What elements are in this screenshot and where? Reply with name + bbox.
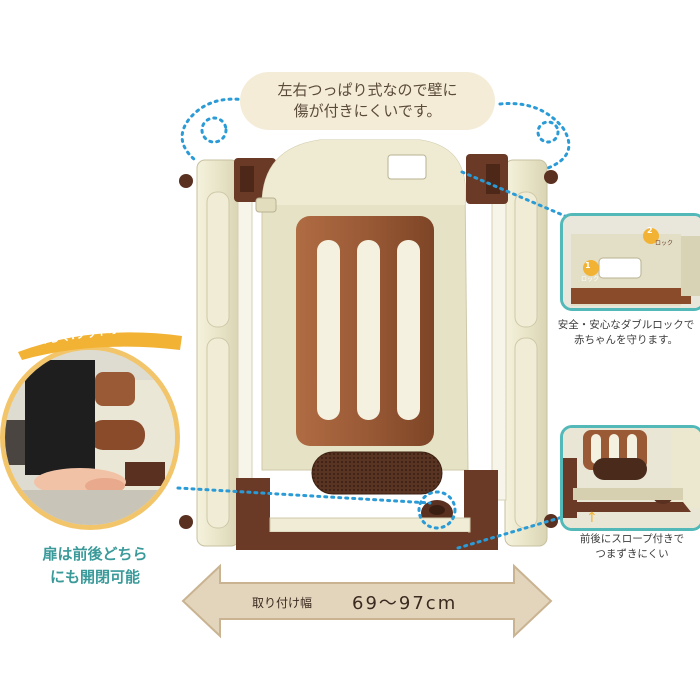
double-lock-inset: 1 ロック 2 ロック <box>560 213 700 311</box>
double-lock-caption-line-2: 赤ちゃんを守ります。 <box>574 334 678 346</box>
gate-door <box>255 139 469 526</box>
foot-open-label-bg <box>18 332 182 360</box>
foot-open-caption-line-2: にも開閉可能 <box>49 568 140 586</box>
slope-caption: 前後にスロープ付きで つまずきにくい <box>564 532 700 562</box>
foot-open-inset <box>0 345 180 530</box>
bubble-line-1: 左右つっぱり式なので壁に <box>277 81 458 99</box>
lock-badge-2-num: 2 <box>647 226 653 235</box>
bubble-line-2: 傷が付きにくいです。 <box>293 102 442 120</box>
width-value: 69〜97cm <box>352 593 458 614</box>
slope-inset <box>560 425 700 531</box>
callout-dotted-lines <box>176 97 571 550</box>
lock-badge-1-text: ロック <box>581 276 600 283</box>
slope-pointer-icon: ↑ <box>586 510 598 526</box>
width-arrow <box>181 563 553 639</box>
wall-protection-bubble: 左右つっぱり式なので壁に 傷が付きにくいです。 <box>240 72 495 130</box>
width-label: 取り付け幅 <box>252 596 313 610</box>
foot-open-caption-line-1: 扉は前後どちら <box>42 545 148 563</box>
foot-photo <box>5 350 175 525</box>
double-lock-caption: 安全・安心なダブルロックで 赤ちゃんを守ります。 <box>552 318 700 348</box>
slope-photo <box>563 428 700 528</box>
slope-caption-line-2: つまずきにくい <box>595 548 669 560</box>
right-frame-post <box>466 154 558 547</box>
lock-photo <box>563 216 700 308</box>
lock-badge-2-text: ロック <box>655 240 674 247</box>
lock-badge-1-num: 1 <box>585 261 591 270</box>
foot-open-caption: 扉は前後どちら にも開閉可能 <box>10 543 180 589</box>
double-lock-caption-line-1: 安全・安心なダブルロックで <box>557 319 695 331</box>
slope-caption-line-1: 前後にスロープ付きで <box>579 533 685 545</box>
